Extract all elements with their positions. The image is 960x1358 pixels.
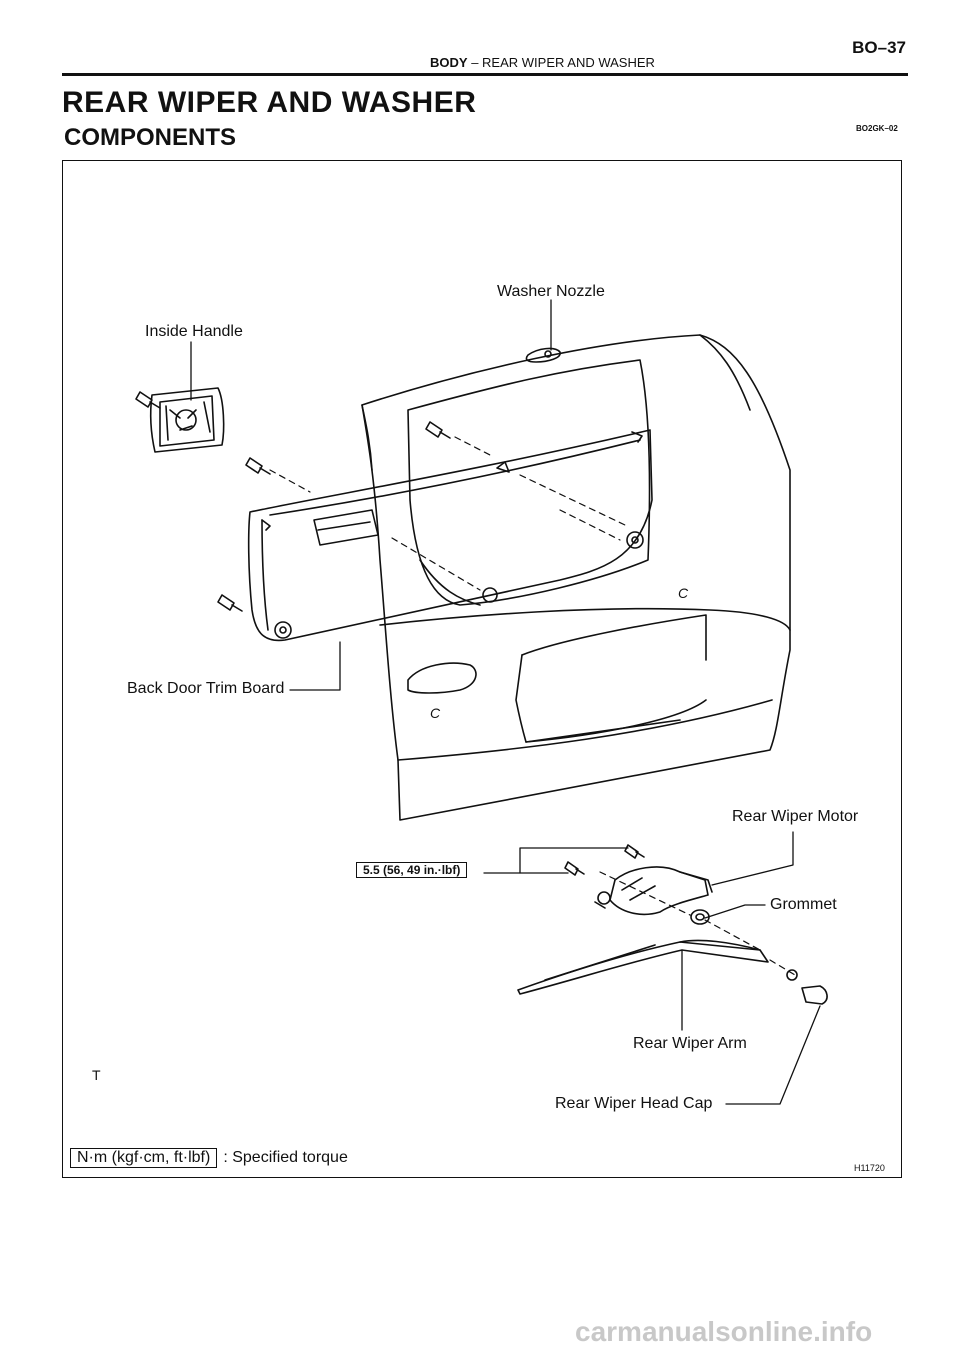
rear-wiper-head-cap-part [801, 985, 828, 1005]
legend-unit-box: N·m (kgf·cm, ft·lbf) [70, 1148, 218, 1168]
inside-handle-part [149, 387, 225, 453]
doc-code: BO2GK–02 [856, 124, 898, 133]
watermark: carmanualsonline.info [575, 1316, 873, 1347]
header-subsection: REAR WIPER AND WASHER [482, 55, 655, 70]
rear-wiper-arm-part [517, 939, 798, 995]
header-section: BODY – REAR WIPER AND WASHER [430, 55, 655, 70]
header-section-name: BODY [430, 55, 468, 70]
label-grommet: Grommet [770, 896, 837, 913]
back-door-trim-board [247, 429, 653, 642]
header-separator: – [471, 55, 479, 70]
stray-mark: T [92, 1067, 101, 1083]
figure-id: H11720 [854, 1163, 885, 1173]
alignment-dashes [269, 436, 796, 976]
header-rule [62, 73, 908, 76]
label-rear-wiper-arm: Rear Wiper Arm [633, 1035, 747, 1052]
label-inside-handle: Inside Handle [145, 323, 243, 340]
label-washer-nozzle: Washer Nozzle [497, 283, 605, 300]
screws [135, 391, 645, 876]
torque-spec-box: 5.5 (56, 49 in.·lbf) [356, 862, 468, 878]
legend-text: : Specified torque [223, 1149, 348, 1166]
washer-nozzle-part [525, 347, 561, 363]
label-back-door-trim-board: Back Door Trim Board [127, 680, 285, 697]
back-door-panel [361, 334, 791, 821]
rear-wiper-motor-part [594, 866, 713, 916]
mark-c-upper: C [678, 585, 689, 601]
label-rear-wiper-head-cap: Rear Wiper Head Cap [555, 1095, 713, 1112]
figure-frame [62, 160, 902, 1178]
page-number: BO–37 [852, 38, 906, 57]
leader-lines [190, 299, 821, 1105]
page-title: REAR WIPER AND WASHER [62, 86, 477, 119]
mark-c-lower: C [430, 705, 441, 721]
torque-legend: N·m (kgf·cm, ft·lbf) : Specified torque [70, 1148, 348, 1168]
page-subtitle: COMPONENTS [64, 124, 237, 151]
label-rear-wiper-motor: Rear Wiper Motor [732, 808, 859, 825]
